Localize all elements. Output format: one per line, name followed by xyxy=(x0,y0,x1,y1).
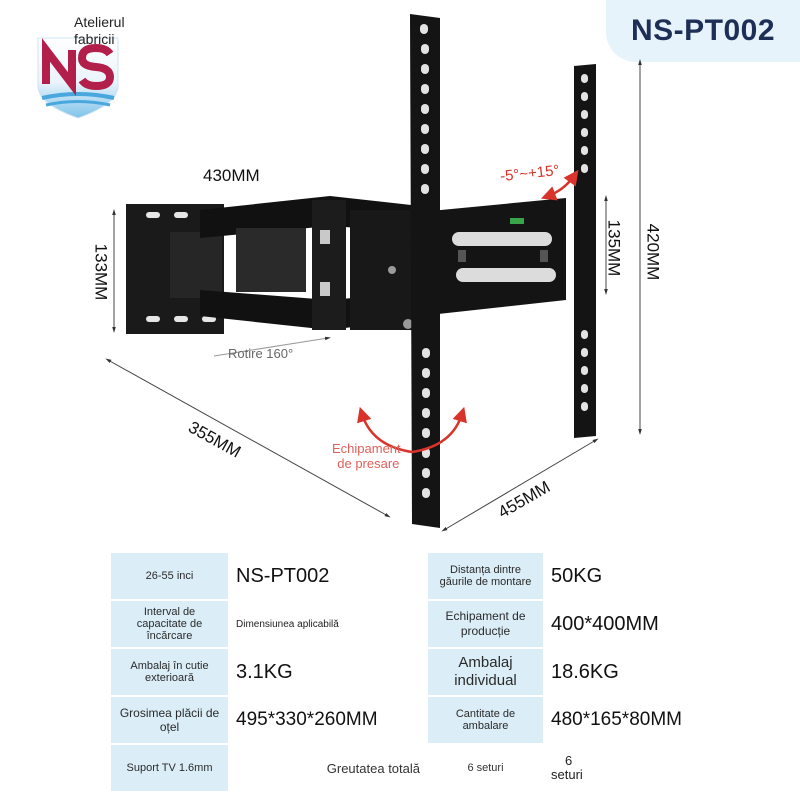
articulating-arms xyxy=(200,196,422,330)
spec-label: 26-55 inci xyxy=(111,553,228,599)
brand-name: Atelierul fabricii xyxy=(74,14,125,48)
plate-height-label: 135MM xyxy=(604,219,624,277)
spec-label: 6 seturi xyxy=(428,745,543,791)
spec-label: Echipament de producție xyxy=(428,601,543,647)
brand-line-1: Atelierul xyxy=(74,14,125,30)
ns-shield-logo-icon xyxy=(37,37,119,119)
spec-table: 26-55 inci NS-PT002 Distanța dintre găur… xyxy=(111,553,743,791)
spec-value-line-2: seturi xyxy=(551,767,583,782)
level-label-line-1: Echipament xyxy=(332,441,401,456)
spec-label: Ambalaj individual xyxy=(428,649,543,695)
spec-value: 3.1KG xyxy=(228,649,428,695)
level-label: Echipament de presare xyxy=(332,441,401,471)
model-badge: NS-PT002 xyxy=(606,0,800,62)
spec-value-line-1: 6 xyxy=(565,753,573,768)
level-label-line-2: de presare xyxy=(337,456,400,471)
spec-value: 18.6KG xyxy=(543,649,743,695)
brand-block: Atelierul fabricii xyxy=(16,8,136,119)
spec-value: 6 seturi xyxy=(543,745,743,791)
tilt-arrow-icon xyxy=(540,169,579,201)
product-drawing: 430MM 133MM 135MM 420MM 355MM 455MM -5°~… xyxy=(91,14,663,532)
spec-label: Distanța dintre găurile de montare xyxy=(428,553,543,599)
spec-label: Ambalaj în cutie exterioară xyxy=(111,649,228,695)
spec-value: 400*400MM xyxy=(543,601,743,647)
spec-label: Suport TV 1.6mm xyxy=(111,745,228,791)
spec-value: 480*165*80MM xyxy=(543,697,743,743)
tv-mount-illustration xyxy=(105,14,642,532)
spec-value: Greutatea totală xyxy=(228,745,428,791)
tv-bracket-plate xyxy=(420,198,566,316)
right-vertical-rail xyxy=(574,64,596,438)
arm-width-label: 430MM xyxy=(203,166,260,185)
spec-label: Grosimea plăcii de oțel xyxy=(111,697,228,743)
total-height-label: 420MM xyxy=(643,223,663,281)
spec-value: NS-PT002 xyxy=(228,553,428,599)
dimension-lines xyxy=(105,59,642,532)
arm-height-label: 133MM xyxy=(91,243,111,301)
swivel-arrow-icon xyxy=(357,406,467,454)
spec-value: Dimensiunea aplicabilă xyxy=(228,601,428,647)
spec-value: 495*330*260MM xyxy=(228,697,428,743)
spec-label: Cantitate de ambalare xyxy=(428,697,543,743)
brand-line-2: fabricii xyxy=(74,31,115,47)
spec-value: 50KG xyxy=(543,553,743,599)
spec-label: Interval de capacitate de încărcare xyxy=(111,601,228,647)
rotation-label: Rotire 160° xyxy=(228,346,294,361)
